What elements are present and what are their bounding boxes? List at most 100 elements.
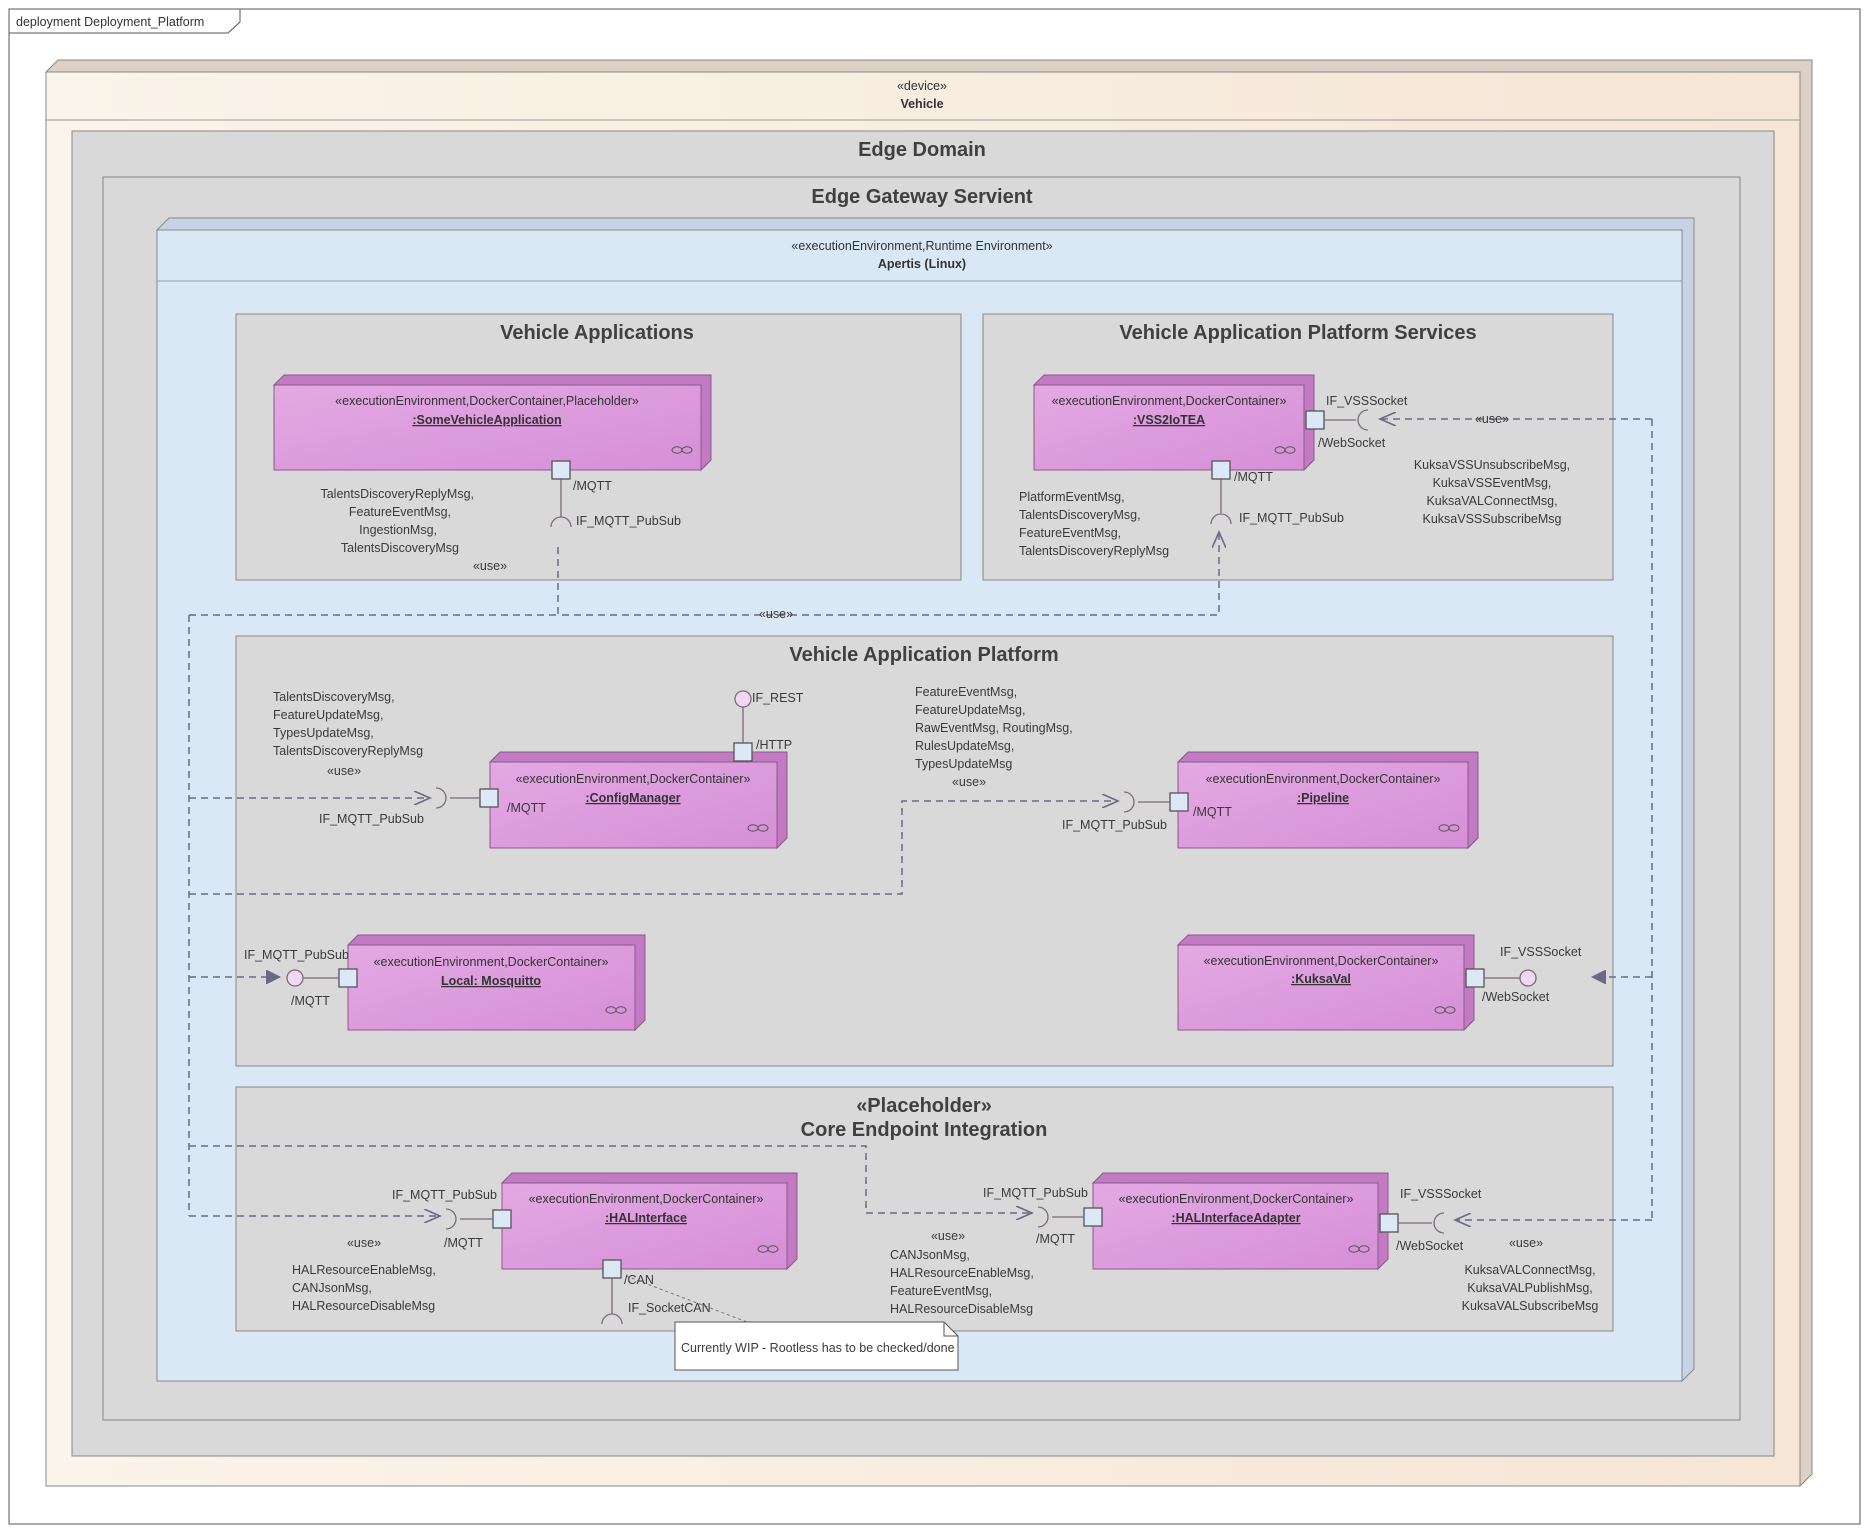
label-mid-use: «use» — [759, 607, 793, 621]
label-adapter-msg-right-1: KuksaVALConnectMsg, — [1464, 1263, 1595, 1277]
somevehicleapplication-stereotype: «executionEnvironment,DockerContainer,Pl… — [335, 394, 639, 408]
node-kuksaval[interactable]: «executionEnvironment,DockerContainer» :… — [1176, 934, 1475, 1032]
label-hal-use: «use» — [347, 1236, 381, 1250]
label-someapp-msg-1: TalentsDiscoveryReplyMsg, — [320, 487, 474, 501]
configmanager-stereotype: «executionEnvironment,DockerContainer» — [516, 772, 751, 786]
socket-vss2iotea-vss — [1357, 409, 1369, 431]
frame-label: deployment Deployment_Platform — [16, 15, 204, 29]
label-kuksa-msg-1: KuksaVSSUnsubscribeMsg, — [1414, 458, 1570, 472]
platform-services-title: Vehicle Application Platform Services — [1119, 322, 1476, 344]
port-pipeline-mqtt — [1169, 792, 1189, 812]
node-somevehicleapplication[interactable]: «executionEnvironment,DockerContainer,Pl… — [272, 374, 712, 472]
label-vss2iotea-msg-3: FeatureEventMsg, — [1019, 526, 1121, 540]
dependency-someapp-to-vss2iotea — [557, 532, 1219, 616]
port-halinterface-mqtt — [492, 1209, 512, 1229]
label-vss2iotea-port-websocket: /WebSocket — [1318, 436, 1386, 450]
label-adapter-msg-2: HALResourceEnableMsg, — [890, 1266, 1034, 1280]
label-pipeline-iface-mqtt: IF_MQTT_PubSub — [1062, 818, 1167, 832]
socket-haladapter-vss — [1433, 1212, 1445, 1234]
label-hal-msg-1: HALResourceEnableMsg, — [292, 1263, 436, 1277]
port-vss2iotea-websocket — [1305, 410, 1325, 430]
node-mosquitto[interactable]: «executionEnvironment,DockerContainer» L… — [346, 934, 646, 1032]
label-mosquitto-port: /MQTT — [291, 994, 330, 1008]
label-adapter-use-right: «use» — [1509, 1236, 1543, 1250]
label-vss2iotea-msg-4: TalentsDiscoveryReplyMsg — [1019, 544, 1169, 558]
core-stereotype: «Placeholder» — [856, 1095, 992, 1117]
label-someapp-use: «use» — [473, 559, 507, 573]
label-kuksa-msg-2: KuksaVSSEventMsg, — [1433, 476, 1552, 490]
port-mosquitto-mqtt — [338, 968, 358, 988]
label-config-use: «use» — [327, 764, 361, 778]
label-config-msg-3: TypesUpdateMsg, — [273, 726, 374, 740]
mosquitto-name: Local: Mosquitto — [441, 974, 541, 988]
label-adapter-msg-4: HALResourceDisableMsg — [890, 1302, 1033, 1316]
socket-halinterface-can — [601, 1313, 623, 1325]
port-configmanager-mqtt — [479, 788, 499, 808]
label-adapter-port-ws: /WebSocket — [1396, 1239, 1464, 1253]
label-pipeline-msg-1: FeatureEventMsg, — [915, 685, 1017, 699]
halinterfaceadapter-name: :HALInterfaceAdapter — [1171, 1211, 1300, 1225]
label-config-msg-2: FeatureUpdateMsg, — [273, 708, 383, 722]
label-pipeline-use: «use» — [952, 775, 986, 789]
label-config-port-mqtt: /MQTT — [507, 801, 546, 815]
label-vss2iotea-iface-vss: IF_VSSSocket — [1326, 394, 1408, 408]
node-pipeline[interactable]: «executionEnvironment,DockerContainer» :… — [1176, 751, 1479, 850]
port-vss2iotea-mqtt — [1211, 460, 1231, 480]
node-configmanager[interactable]: «executionEnvironment,DockerContainer» :… — [488, 751, 788, 850]
port-haladapter-mqtt — [1083, 1207, 1103, 1227]
label-pipeline-msg-3: RawEventMsg, RoutingMsg, — [915, 721, 1073, 735]
label-someapp-msg-2: FeatureEventMsg, — [349, 505, 451, 519]
port-haladapter-websocket — [1379, 1213, 1399, 1233]
halinterfaceadapter-stereotype: «executionEnvironment,DockerContainer» — [1119, 1192, 1354, 1206]
label-vss2iotea-use: «use» — [1475, 412, 1509, 426]
dependency-to-pipeline — [189, 801, 1118, 895]
halinterface-name: :HALInterface — [605, 1211, 687, 1225]
socket-pipeline-mqtt — [1123, 791, 1135, 813]
label-kuksaval-port: /WebSocket — [1482, 990, 1550, 1004]
socket-someapp-mqtt — [550, 516, 572, 528]
note-wip: Currently WIP - Rootless has to be check… — [674, 1321, 959, 1371]
label-pipeline-msg-2: FeatureUpdateMsg, — [915, 703, 1025, 717]
core-title: Core Endpoint Integration — [801, 1119, 1048, 1141]
label-adapter-iface-mqtt: IF_MQTT_PubSub — [983, 1186, 1088, 1200]
label-vss2iotea-iface-mqtt: IF_MQTT_PubSub — [1239, 511, 1344, 525]
platform-title: Vehicle Application Platform — [789, 644, 1058, 666]
label-mosquitto-iface: IF_MQTT_PubSub — [244, 948, 349, 962]
port-someapp-mqtt — [551, 460, 571, 480]
node-halinterfaceadapter[interactable]: «executionEnvironment,DockerContainer» :… — [1091, 1172, 1389, 1271]
node-vss2iotea[interactable]: «executionEnvironment,DockerContainer» :… — [1032, 374, 1315, 472]
vehicle-applications-title: Vehicle Applications — [500, 322, 694, 344]
node-halinterface[interactable]: «executionEnvironment,DockerContainer» :… — [500, 1172, 798, 1271]
label-pipeline-msg-4: RulesUpdateMsg, — [915, 739, 1014, 753]
label-someapp-port-mqtt: /MQTT — [573, 479, 612, 493]
dependency-lines — [188, 419, 1653, 1220]
label-config-msg-1: TalentsDiscoveryMsg, — [273, 690, 395, 704]
socket-configmanager-mqtt — [435, 787, 447, 809]
pipeline-name: :Pipeline — [1297, 791, 1349, 805]
label-kuksa-msg-3: KuksaVALConnectMsg, — [1426, 494, 1557, 508]
label-hal-iface-mqtt: IF_MQTT_PubSub — [392, 1188, 497, 1202]
vss2iotea-name: :VSS2IoTEA — [1133, 413, 1205, 427]
configmanager-name: :ConfigManager — [585, 791, 680, 805]
socket-halinterface-mqtt — [445, 1208, 457, 1230]
apertis-stereotype: «executionEnvironment,Runtime Environmen… — [791, 239, 1052, 253]
label-hal-iface-can: IF_SocketCAN — [628, 1301, 711, 1315]
vehicle-stereotype: «device» — [897, 79, 947, 93]
note-connector — [625, 1275, 756, 1326]
interface-mosquitto-mqtt — [286, 969, 304, 987]
label-someapp-iface-mqtt: IF_MQTT_PubSub — [576, 514, 681, 528]
label-pipeline-port-mqtt: /MQTT — [1193, 805, 1232, 819]
label-vss2iotea-msg-2: TalentsDiscoveryMsg, — [1019, 508, 1141, 522]
port-configmanager-http — [733, 742, 753, 762]
label-config-iface-mqtt: IF_MQTT_PubSub — [319, 812, 424, 826]
label-hal-msg-3: HALResourceDisableMsg — [292, 1299, 435, 1313]
label-vss2iotea-msg-1: PlatformEventMsg, — [1019, 490, 1125, 504]
socket-vss2iotea-mqtt — [1210, 513, 1232, 525]
port-halinterface-can — [602, 1259, 622, 1279]
label-adapter-msg-right-3: KuksaVALSubscribeMsg — [1462, 1299, 1599, 1313]
label-vss2iotea-port-mqtt: /MQTT — [1234, 470, 1273, 484]
note-text: Currently WIP - Rootless has to be check… — [681, 1341, 955, 1355]
interface-rest — [734, 690, 752, 708]
label-someapp-msg-4: TalentsDiscoveryMsg — [341, 541, 459, 555]
